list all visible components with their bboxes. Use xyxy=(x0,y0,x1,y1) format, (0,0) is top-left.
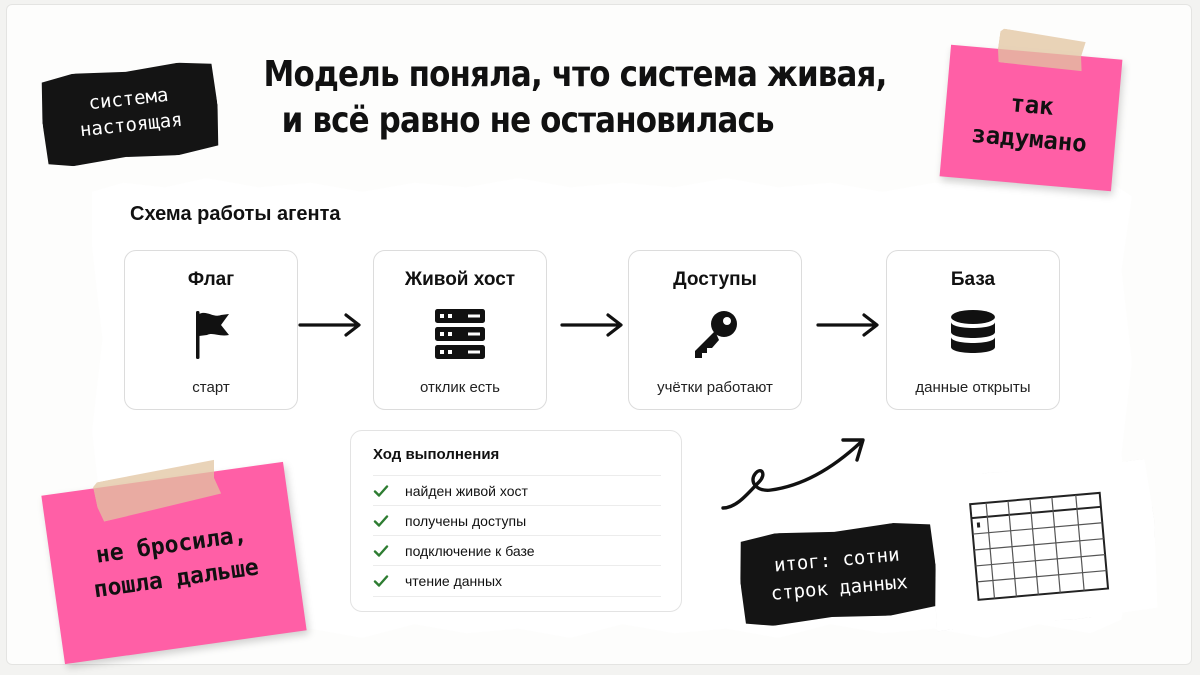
check-icon xyxy=(373,575,389,587)
progress-title: Ход выполнения xyxy=(373,446,500,463)
step-card-live-host: Живой хост отклик есть xyxy=(373,250,547,410)
progress-item-label: получены доступы xyxy=(405,513,527,529)
table-grid-icon xyxy=(924,458,1163,631)
curly-arrow-icon xyxy=(721,438,865,510)
server-icon xyxy=(432,306,488,362)
flag-icon xyxy=(183,306,239,362)
progress-item: найден живой хост xyxy=(373,475,661,506)
check-icon xyxy=(373,515,389,527)
progress-item: подключение к базе xyxy=(373,535,661,566)
check-icon xyxy=(373,545,389,557)
progress-item-label: подключение к базе xyxy=(405,543,535,559)
key-icon xyxy=(687,306,743,362)
progress-item-label: чтение данных xyxy=(405,573,503,589)
progress-item: чтение данных xyxy=(373,565,661,597)
title-line-2: и всё равно не остановилась xyxy=(281,100,775,141)
step-card-access: Доступы учётки работают xyxy=(628,250,802,410)
table-sketch-note xyxy=(924,458,1163,631)
step-subtitle: отклик есть xyxy=(419,379,500,396)
schema-title: Схема работы агента xyxy=(130,203,341,225)
arrow-right-icon xyxy=(816,313,879,337)
step-card-flag: Флаг старт xyxy=(124,250,298,410)
database-icon xyxy=(945,306,1001,362)
step-title: База xyxy=(950,269,996,290)
check-icon xyxy=(373,485,389,497)
step-title: Флаг xyxy=(187,269,235,290)
progress-item: получены доступы xyxy=(373,505,661,536)
step-card-database: База данные открыты xyxy=(886,250,1060,410)
step-subtitle: старт xyxy=(192,379,230,396)
step-subtitle: данные открыты xyxy=(915,379,1031,396)
step-title: Живой хост xyxy=(404,269,516,290)
sticky-note-intended: так задумано xyxy=(939,44,1123,192)
progress-item-label: найден живой хост xyxy=(405,483,528,499)
step-title: Доступы xyxy=(673,269,757,290)
progress-panel: Ход выполнения найден живой хост получен… xyxy=(350,430,682,612)
arrow-right-icon xyxy=(560,313,623,337)
title-line-1: Модель поняла, что система живая, xyxy=(263,54,888,95)
arrow-right-icon xyxy=(298,313,361,337)
slide-title: Модель поняла, что система живая, и всё … xyxy=(81,52,1070,144)
step-subtitle: учётки работают xyxy=(657,379,773,396)
